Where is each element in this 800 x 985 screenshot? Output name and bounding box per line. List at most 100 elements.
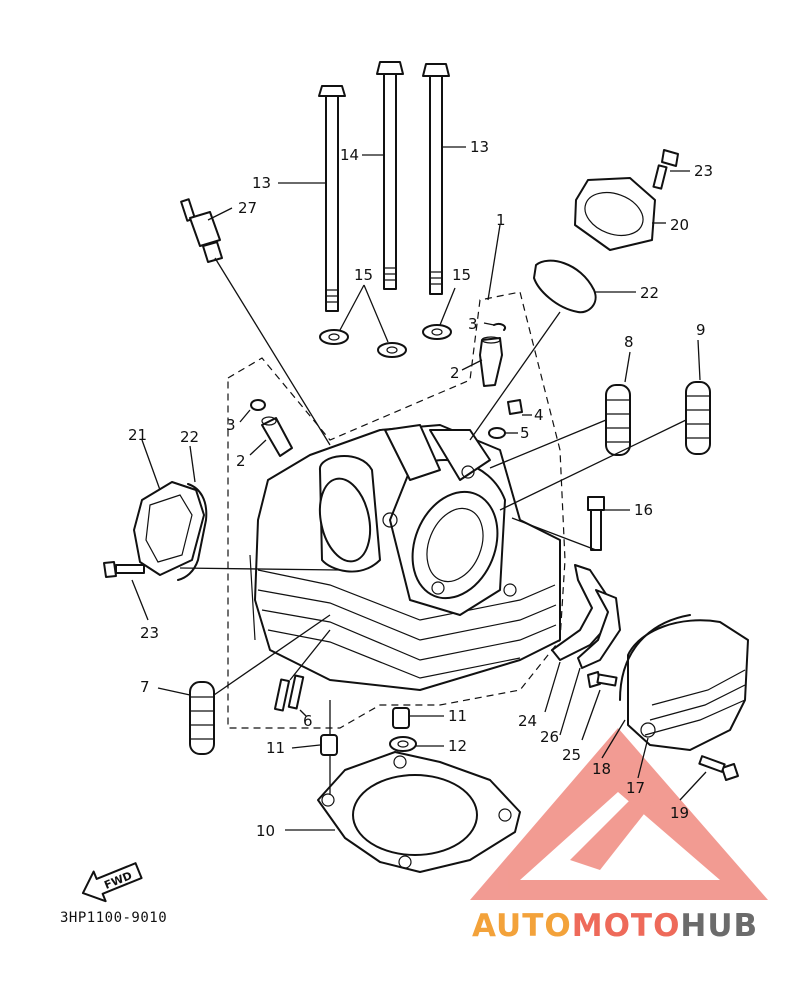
cylinder-head-boundary [227, 291, 566, 729]
bolt-13-right [422, 63, 450, 295]
leader-15 [339, 284, 456, 343]
watermark-brand: AUTOMOTOHUB [472, 908, 758, 944]
callout-23-top: 23 [694, 162, 713, 180]
watermark-triangle [470, 728, 768, 900]
callout-15-right: 15 [452, 266, 471, 284]
bolt-19 [698, 755, 739, 781]
damper-8 [605, 384, 631, 456]
callout-18: 18 [592, 760, 611, 778]
leader-16-axis [511, 517, 597, 551]
callout-21: 21 [128, 426, 147, 444]
callout-15-left: 15 [354, 266, 373, 284]
leader-7-axis [213, 614, 331, 696]
o-ring-22-top [533, 259, 597, 314]
studs-6 [273, 674, 305, 712]
dowel-11-left [320, 734, 338, 756]
callout-11-left: 11 [266, 739, 285, 757]
leader-2b [249, 439, 267, 456]
bolt-25 [587, 671, 618, 688]
callout-27: 27 [238, 199, 257, 217]
callout-17: 17 [626, 779, 645, 797]
side-cover-21 [133, 481, 205, 576]
cylinder-head-body [249, 424, 561, 691]
leader-8-axis [489, 419, 607, 469]
callout-22-side: 22 [180, 428, 199, 446]
callout-1: 1 [496, 211, 506, 229]
leader-9-axis [499, 419, 687, 511]
callout-22-top: 22 [640, 284, 659, 302]
callout-8: 8 [624, 333, 634, 351]
callout-6: 6 [303, 712, 313, 730]
washer-15-mid [377, 342, 407, 358]
gasket-22-side [177, 483, 208, 581]
leader-3b [239, 409, 251, 423]
damper-7 [189, 681, 215, 755]
clip-3-upper [493, 322, 506, 331]
bolt-23-side [103, 561, 145, 578]
leaders-24-26-25 [544, 661, 601, 741]
callout-13-right: 13 [470, 138, 489, 156]
brand-part-moto: MOTO [572, 908, 681, 944]
bolt-14 [376, 61, 404, 290]
bolt-23-top [652, 149, 679, 190]
clip-3-lower [250, 399, 266, 411]
watermark-inner-stroke [570, 790, 655, 870]
callout-10: 10 [256, 822, 275, 840]
bolt-13-left [318, 85, 346, 312]
callout-7: 7 [140, 678, 150, 696]
damper-9 [685, 381, 711, 455]
callout-25: 25 [562, 746, 581, 764]
valve-cover-18 [627, 619, 749, 751]
plate-24 [551, 564, 611, 661]
watermark-logo [470, 728, 768, 900]
callout-9: 9 [696, 321, 706, 339]
callout-2-upper: 2 [450, 364, 460, 382]
callout-23-side: 23 [140, 624, 159, 642]
diagram-part-code: 3HP1100-9010 [60, 910, 167, 926]
washer-5 [488, 427, 506, 439]
leaders-18-17-19 [601, 719, 707, 801]
leader-11-left [291, 744, 321, 749]
spark-plug-27 [180, 198, 223, 263]
leader-2a [461, 359, 483, 371]
valve-guide-2-lower [261, 416, 293, 457]
brand-part-hub: HUB [680, 908, 758, 944]
leader-22-side [189, 445, 196, 483]
gasket-18 [619, 614, 691, 701]
leader-27-axis [214, 257, 331, 446]
callout-4: 4 [534, 406, 544, 424]
leader-6 [299, 709, 307, 717]
leader-6-axis [289, 629, 331, 681]
fwd-arrow: FWD [81, 862, 143, 903]
leader-3a [483, 322, 495, 326]
callout-12: 12 [448, 737, 467, 755]
callout-2-lower: 2 [236, 452, 246, 470]
leader-1 [487, 224, 501, 301]
callout-19: 19 [670, 804, 689, 822]
leader-27 [207, 207, 233, 221]
callout-20: 20 [670, 216, 689, 234]
callout-3-lower: 3 [226, 416, 236, 434]
callout-5: 5 [520, 424, 530, 442]
washer-15-left [319, 329, 349, 345]
dowel-11-right [392, 707, 410, 729]
callout-26: 26 [540, 728, 559, 746]
brand-part-auto: AUTO [472, 908, 572, 944]
plug-4 [507, 399, 523, 415]
callout-11-right: 11 [448, 707, 467, 725]
callout-3-upper: 3 [468, 315, 478, 333]
bolt-16 [587, 496, 605, 551]
gasket-26 [577, 589, 621, 669]
leader-22-axis [469, 311, 561, 441]
callout-13-left: 13 [252, 174, 271, 192]
callout-14: 14 [340, 146, 359, 164]
callout-labels: 1 2 2 3 3 4 5 6 7 8 9 10 11 11 12 13 13 … [128, 138, 713, 840]
washer-15-right [422, 324, 452, 340]
seal-12 [389, 736, 417, 752]
callout-24: 24 [518, 712, 537, 730]
leader-23-side [131, 579, 149, 621]
leader-8-9 [624, 339, 701, 383]
leader-7 [157, 687, 191, 696]
valve-guide-2-upper [479, 336, 503, 387]
